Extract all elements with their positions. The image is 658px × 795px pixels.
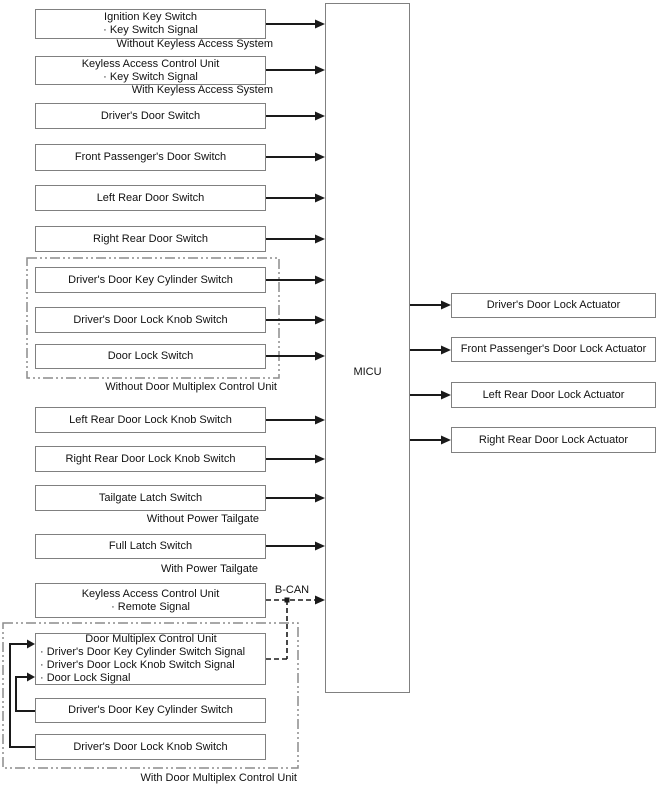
node-mux-drivers-door-key-cylinder-switch: Driver's Door Key Cylinder Switch bbox=[35, 698, 266, 723]
node-front-passengers-door-switch: Front Passenger's Door Switch bbox=[35, 144, 266, 171]
node-keyless-access-control-unit-key: Keyless Access Control Unit · Key Switch… bbox=[35, 56, 266, 85]
caption-with-power-tailgate: With Power Tailgate bbox=[160, 563, 258, 575]
node-drivers-door-key-cylinder-switch: Driver's Door Key Cylinder Switch bbox=[35, 267, 266, 293]
node-line: Driver's Door Lock Knob Switch bbox=[73, 740, 228, 753]
node-title: Door Multiplex Control Unit bbox=[85, 633, 217, 645]
node-bullet: · Door Lock Signal bbox=[40, 672, 131, 684]
caption-without-keyless-access: Without Keyless Access System bbox=[116, 38, 274, 50]
node-bullet: · Driver's Door Key Cylinder Switch Sign… bbox=[40, 646, 246, 658]
group-without-door-multiplex-border bbox=[26, 257, 280, 379]
node-line: Driver's Door Key Cylinder Switch bbox=[68, 704, 233, 716]
node-full-latch-switch: Full Latch Switch bbox=[35, 534, 266, 559]
node-right-rear-door-switch: Right Rear Door Switch bbox=[35, 226, 266, 252]
node-door-lock-switch: Door Lock Switch bbox=[35, 344, 266, 369]
node-right-rear-door-lock-actuator: Right Rear Door Lock Actuator bbox=[451, 427, 656, 453]
node-line: Front Passenger's Door Switch bbox=[74, 151, 227, 163]
node-left-rear-door-lock-actuator: Left Rear Door Lock Actuator bbox=[451, 382, 656, 408]
node-line: Left Rear Door Lock Knob Switch bbox=[69, 413, 232, 426]
micu-label: MICU bbox=[353, 366, 382, 378]
node-line: Full Latch Switch bbox=[108, 540, 193, 552]
node-line: Right Rear Door Switch bbox=[93, 232, 208, 245]
node-ignition-key-switch: Ignition Key Switch · Key Switch Signal bbox=[35, 9, 266, 39]
caption-with-keyless-access: With Keyless Access System bbox=[131, 84, 273, 96]
node-drivers-door-lock-knob-switch: Driver's Door Lock Knob Switch bbox=[35, 307, 266, 333]
node-line: Right Rear Door Lock Actuator bbox=[478, 433, 629, 446]
node-line: Front Passenger's Door Lock Actuator bbox=[460, 343, 647, 355]
bcan-junction-dot bbox=[284, 597, 290, 603]
node-keyless-access-control-unit-remote: Keyless Access Control Unit · Remote Sig… bbox=[35, 583, 266, 618]
caption-without-door-multiplex: Without Door Multiplex Control Unit bbox=[105, 381, 277, 393]
node-line: · Key Switch Signal bbox=[103, 70, 198, 83]
node-line: Left Rear Door Lock Actuator bbox=[482, 388, 625, 401]
arrowheads bbox=[27, 19, 451, 682]
node-line: Driver's Door Lock Knob Switch bbox=[73, 313, 228, 326]
node-line: Keyless Access Control Unit bbox=[81, 587, 220, 600]
node-tailgate-latch-switch: Tailgate Latch Switch bbox=[35, 485, 266, 511]
caption-with-door-multiplex: With Door Multiplex Control Unit bbox=[140, 772, 298, 784]
node-line: Ignition Key Switch bbox=[104, 11, 197, 23]
node-line: · Key Switch Signal bbox=[103, 24, 198, 36]
node-left-rear-door-switch: Left Rear Door Switch bbox=[35, 185, 266, 211]
node-left-rear-door-lock-knob-switch: Left Rear Door Lock Knob Switch bbox=[35, 407, 266, 433]
node-bullet: · Driver's Door Lock Knob Switch Signal bbox=[40, 659, 235, 671]
bcan-label: B-CAN bbox=[274, 584, 310, 596]
node-front-passengers-door-lock-actuator: Front Passenger's Door Lock Actuator bbox=[451, 337, 656, 362]
node-line: Driver's Door Switch bbox=[100, 109, 201, 122]
node-right-rear-door-lock-knob-switch: Right Rear Door Lock Knob Switch bbox=[35, 446, 266, 472]
group-with-door-multiplex-border bbox=[2, 622, 299, 769]
node-door-multiplex-control-unit: Door Multiplex Control Unit · Driver's D… bbox=[35, 633, 266, 685]
node-line: Left Rear Door Switch bbox=[96, 191, 205, 204]
node-line: · Remote Signal bbox=[111, 600, 190, 613]
node-line: Keyless Access Control Unit bbox=[81, 57, 220, 70]
node-line: Driver's Door Lock Actuator bbox=[486, 299, 621, 311]
node-line: Tailgate Latch Switch bbox=[98, 491, 203, 504]
caption-without-power-tailgate: Without Power Tailgate bbox=[146, 513, 259, 525]
node-drivers-door-lock-actuator: Driver's Door Lock Actuator bbox=[451, 293, 656, 318]
node-line: Door Lock Switch bbox=[107, 350, 194, 362]
node-micu bbox=[325, 3, 410, 693]
node-drivers-door-switch: Driver's Door Switch bbox=[35, 103, 266, 129]
node-mux-drivers-door-lock-knob-switch: Driver's Door Lock Knob Switch bbox=[35, 734, 266, 760]
node-line: Driver's Door Key Cylinder Switch bbox=[68, 273, 233, 286]
node-line: Right Rear Door Lock Knob Switch bbox=[65, 452, 236, 465]
